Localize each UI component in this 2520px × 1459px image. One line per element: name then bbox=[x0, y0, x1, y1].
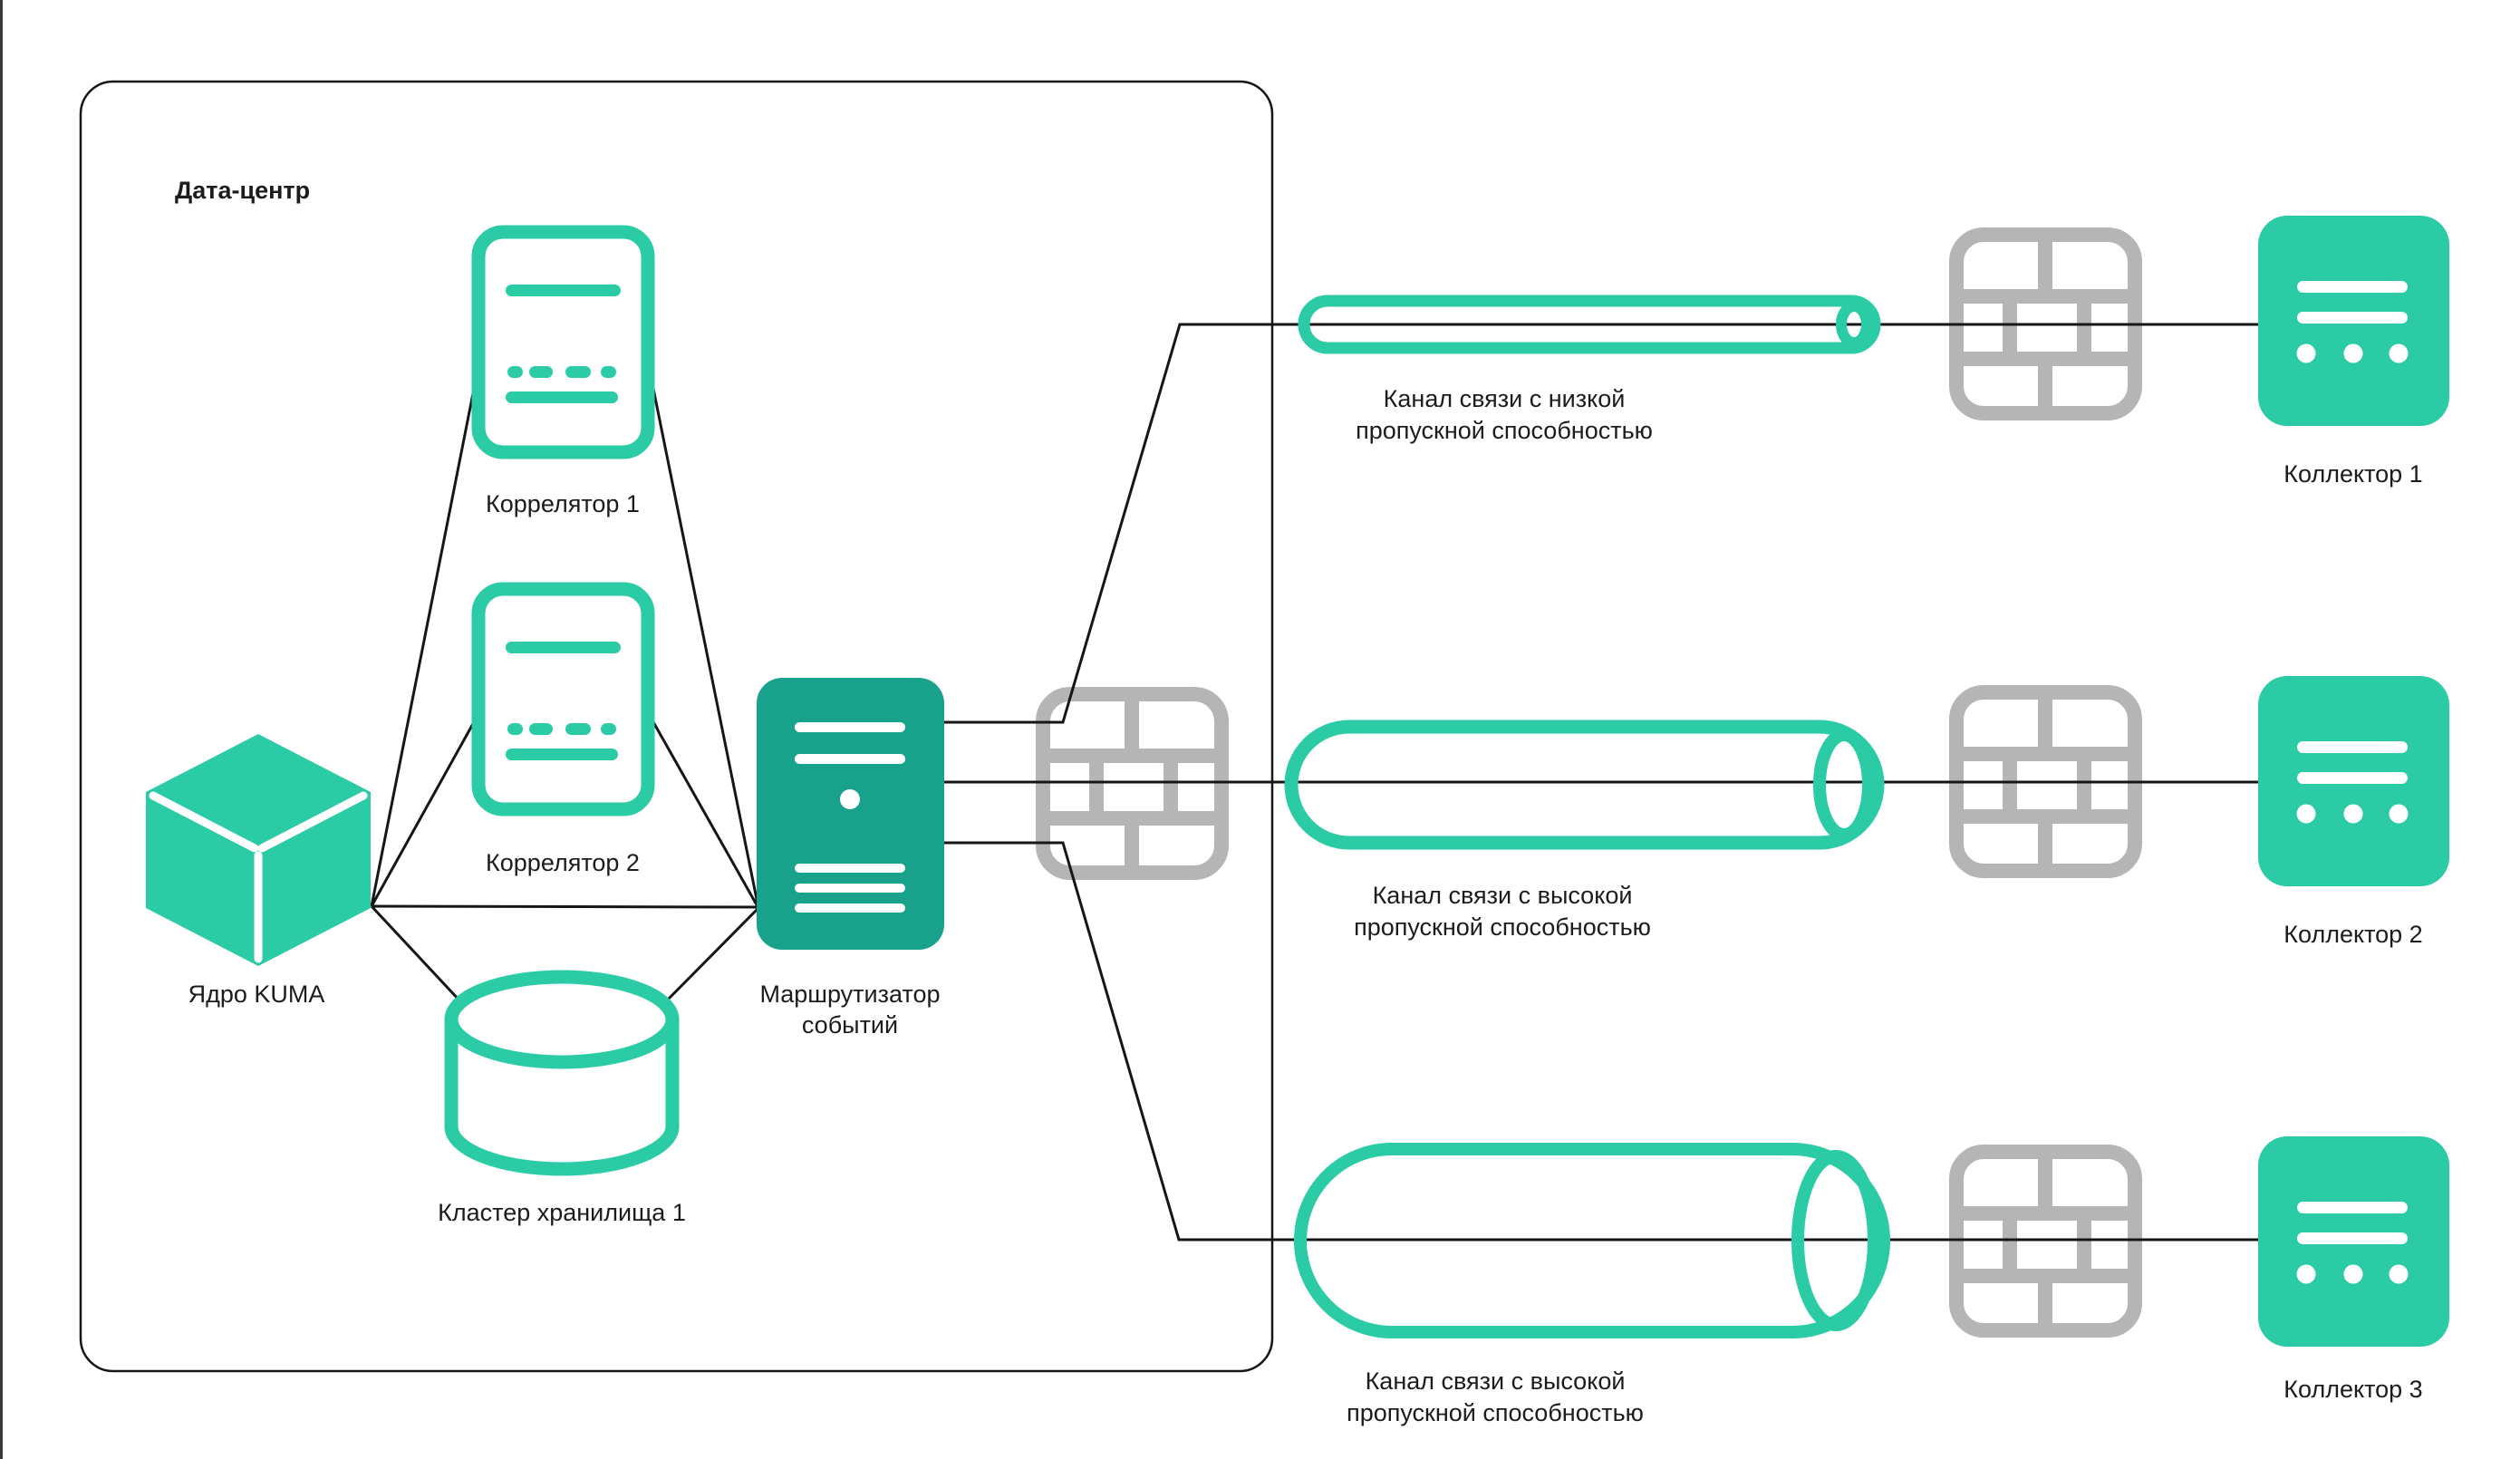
database-cylinder-icon bbox=[444, 970, 680, 1176]
cube-icon bbox=[146, 734, 371, 966]
collector1-label: Коллектор 1 bbox=[2283, 460, 2422, 488]
correlator-server-icon-1 bbox=[478, 232, 648, 452]
channel1-label-line2: пропускной способностью bbox=[1356, 417, 1653, 444]
channel3-label-line1: Канал связи с высокой bbox=[1366, 1367, 1626, 1395]
connection-lines bbox=[370, 323, 2260, 1242]
link-core-router bbox=[371, 904, 762, 909]
link-core-correlator1 bbox=[370, 383, 477, 907]
collector-server-icon-2 bbox=[2258, 676, 2449, 886]
channel1-label-line1: Канал связи с низкой bbox=[1384, 385, 1626, 412]
channel2-label-line2: пропускной способностью bbox=[1354, 913, 1651, 941]
server-tower-icon bbox=[757, 678, 944, 950]
link-core-correlator2 bbox=[370, 720, 477, 907]
high-bandwidth-pipe-icon bbox=[1284, 720, 1885, 850]
collector3-label: Коллектор 3 bbox=[2283, 1376, 2422, 1403]
link-router-collector1 bbox=[944, 323, 2260, 724]
link-router-collector3 bbox=[944, 841, 2260, 1242]
datacenter-title: Дата-центр bbox=[175, 177, 310, 204]
low-bandwidth-pipe-icon bbox=[1298, 295, 1881, 354]
collector-server-icon-3 bbox=[2258, 1136, 2449, 1347]
channel2-label-line1: Канал связи с высокой bbox=[1373, 882, 1633, 909]
core-label: Ядро KUMA bbox=[188, 981, 325, 1008]
link-router-correlator1 bbox=[651, 383, 760, 909]
router-label-line1: Маршрутизатор bbox=[759, 981, 940, 1008]
correlator-server-icon-2 bbox=[478, 589, 648, 809]
link-router-storage bbox=[665, 906, 760, 1002]
collector2-label: Коллектор 2 bbox=[2283, 921, 2422, 948]
correlator2-label: Коррелятор 2 bbox=[486, 849, 640, 876]
router-label-line2: событий bbox=[802, 1011, 898, 1039]
link-router-correlator2 bbox=[651, 720, 760, 909]
channel3-label-line2: пропускной способностью bbox=[1347, 1399, 1644, 1426]
collector-server-icon-1 bbox=[2258, 216, 2449, 426]
correlator1-label: Коррелятор 1 bbox=[486, 490, 640, 517]
channel-pipes bbox=[1284, 295, 1890, 1338]
link-core-storage bbox=[370, 904, 462, 1003]
window-left-border bbox=[0, 0, 3, 1459]
high-bandwidth-pipe-icon bbox=[1294, 1143, 1890, 1338]
datacenter-boundary bbox=[79, 80, 1274, 1373]
storage-label: Кластер хранилища 1 bbox=[438, 1199, 686, 1226]
